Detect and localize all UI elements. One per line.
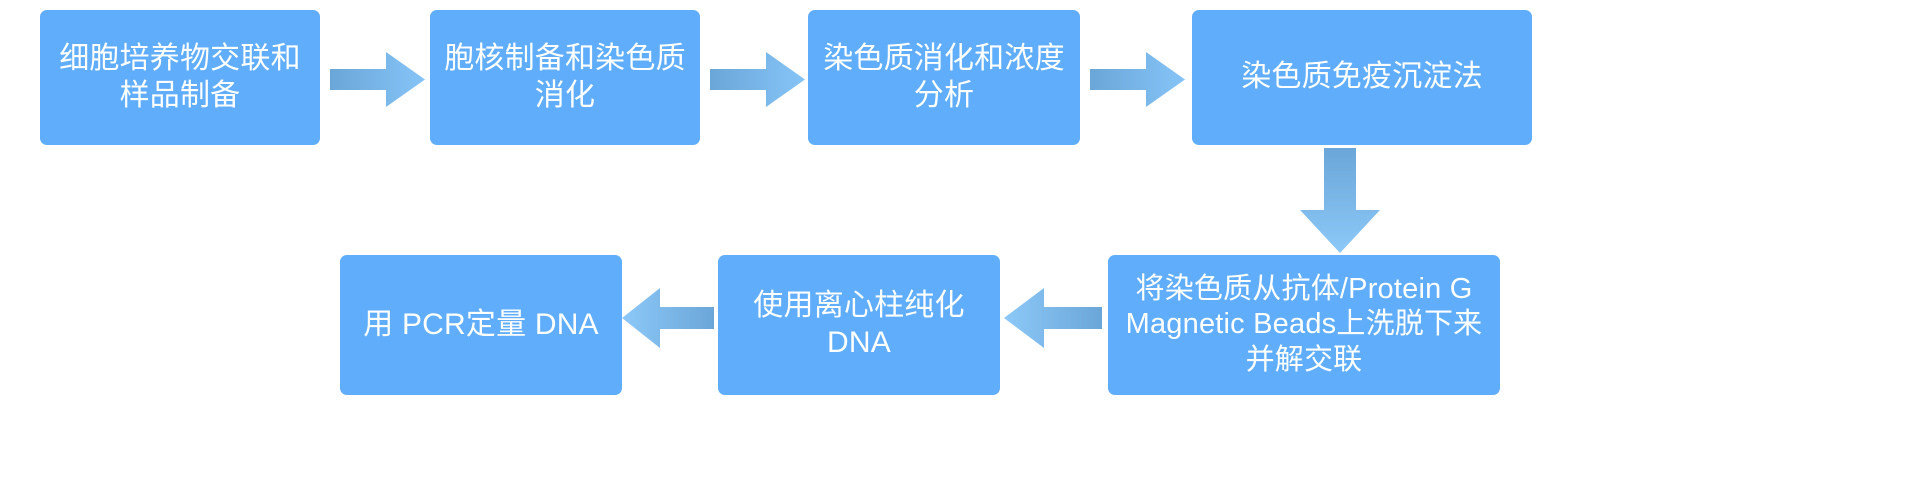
flow-node-label: 染色质免疫沉淀法: [1241, 60, 1483, 94]
flow-node-label: 用 PCR定量 DNA: [363, 307, 599, 341]
flow-node-label: 细胞培养物交联和 样品制备: [59, 41, 301, 112]
arrow-left-icon: [622, 288, 714, 348]
arrow-right-icon: [1090, 52, 1185, 107]
flow-arrow-right-2: [710, 52, 805, 107]
flow-node-step-6[interactable]: 使用离心柱纯化 DNA: [718, 255, 1000, 395]
flow-arrow-left-2: [622, 288, 714, 348]
flow-node-label: 染色质消化和浓度 分析: [823, 41, 1065, 112]
arrow-right-icon: [710, 52, 805, 107]
arrow-right-icon: [330, 52, 425, 107]
flow-node-label: 使用离心柱纯化 DNA: [753, 289, 965, 359]
flow-node-step-5[interactable]: 将染色质从抗体/Protein G Magnetic Beads上洗脱下来 并解…: [1108, 255, 1500, 395]
flow-arrow-right-1: [330, 52, 425, 107]
arrow-down-icon: [1300, 148, 1380, 253]
flow-node-label: 胞核制备和染色质 消化: [444, 41, 686, 112]
flow-arrow-right-3: [1090, 52, 1185, 107]
flow-node-step-4[interactable]: 染色质免疫沉淀法: [1192, 10, 1532, 145]
flow-arrow-down-1: [1300, 148, 1380, 253]
flow-arrow-left-1: [1004, 288, 1102, 348]
flow-node-step-1[interactable]: 细胞培养物交联和 样品制备: [40, 10, 320, 145]
flow-node-step-3[interactable]: 染色质消化和浓度 分析: [808, 10, 1080, 145]
flow-node-label: 将染色质从抗体/Protein G Magnetic Beads上洗脱下来 并解…: [1125, 272, 1483, 376]
arrow-left-icon: [1004, 288, 1102, 348]
flow-node-step-2[interactable]: 胞核制备和染色质 消化: [430, 10, 700, 145]
flow-node-step-7[interactable]: 用 PCR定量 DNA: [340, 255, 622, 395]
